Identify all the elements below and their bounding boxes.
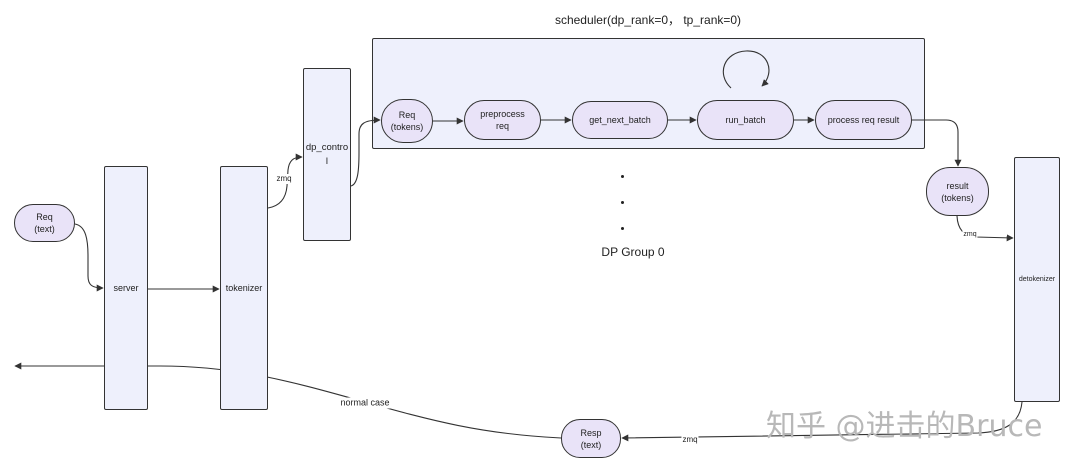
node-req-text: Req (text) [14,204,75,242]
step-req-tokens: Req (tokens) [381,99,433,143]
edge-label-zmq: zmq [681,435,699,445]
arrow-resp-out [14,362,562,439]
ellipsis-dot [621,227,624,230]
arrow-process-result-to-result [912,119,962,167]
arrow-detokenizer-to-resp [621,401,1023,442]
step-run-batch: run_batch [697,100,794,140]
ellipsis-dot [621,201,624,204]
node-result-tokens: result (tokens) [926,167,989,216]
edge-label-normal-case: normal case [339,397,391,409]
scheduler-title: scheduler(dp_rank=0， tp_rank=0) [554,13,742,27]
node-dp-control: dp_contro l [303,68,351,241]
ellipsis-dot [621,175,624,178]
edge-label-zmq: zmq [275,174,293,184]
arrow-req-text-to-server [74,223,104,292]
node-tokenizer: tokenizer [220,166,268,410]
dp-group-label: DP Group 0 [601,245,665,259]
step-preprocess-req: preprocess req [464,100,541,140]
watermark: 知乎 @进击的Bruce [766,409,1043,444]
node-detokenizer: detokenizer [1014,157,1060,402]
edge-label-zmq: zmq [962,230,978,240]
run-batch-loop-arrow [722,50,770,89]
node-resp-text: Resp (text) [561,419,621,458]
arrow-dp-control-to-req-tokens [350,116,381,187]
step-get-next-batch: get_next_batch [572,101,668,139]
node-server: server [104,166,148,410]
step-process-req-result: process req result [815,100,912,140]
